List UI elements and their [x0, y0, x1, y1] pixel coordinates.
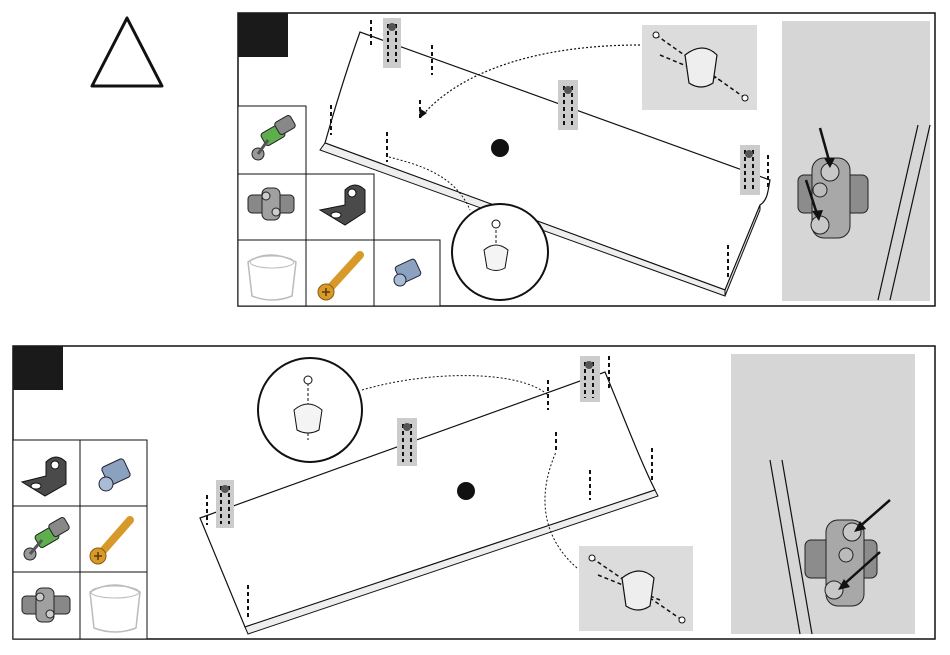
step1-hinge-panel	[782, 21, 930, 301]
board-center-mark	[491, 139, 509, 157]
step2-magnifier	[258, 358, 362, 462]
step2-number-box	[13, 346, 63, 390]
warning-triangle-icon	[92, 18, 162, 86]
step1-magnifier	[452, 204, 548, 300]
step1-number-box	[238, 13, 288, 57]
step2-hinge-panel	[731, 354, 915, 634]
step2-panel	[13, 346, 935, 639]
step1-detail-inset	[642, 25, 757, 110]
plastic-sleeve-icon-2	[90, 585, 140, 632]
step2-parts-grid	[13, 440, 147, 639]
plastic-sleeve-icon	[248, 255, 296, 300]
step1-panel	[238, 13, 935, 306]
board2-center-mark	[457, 482, 475, 500]
step2-detail-inset	[579, 546, 693, 631]
